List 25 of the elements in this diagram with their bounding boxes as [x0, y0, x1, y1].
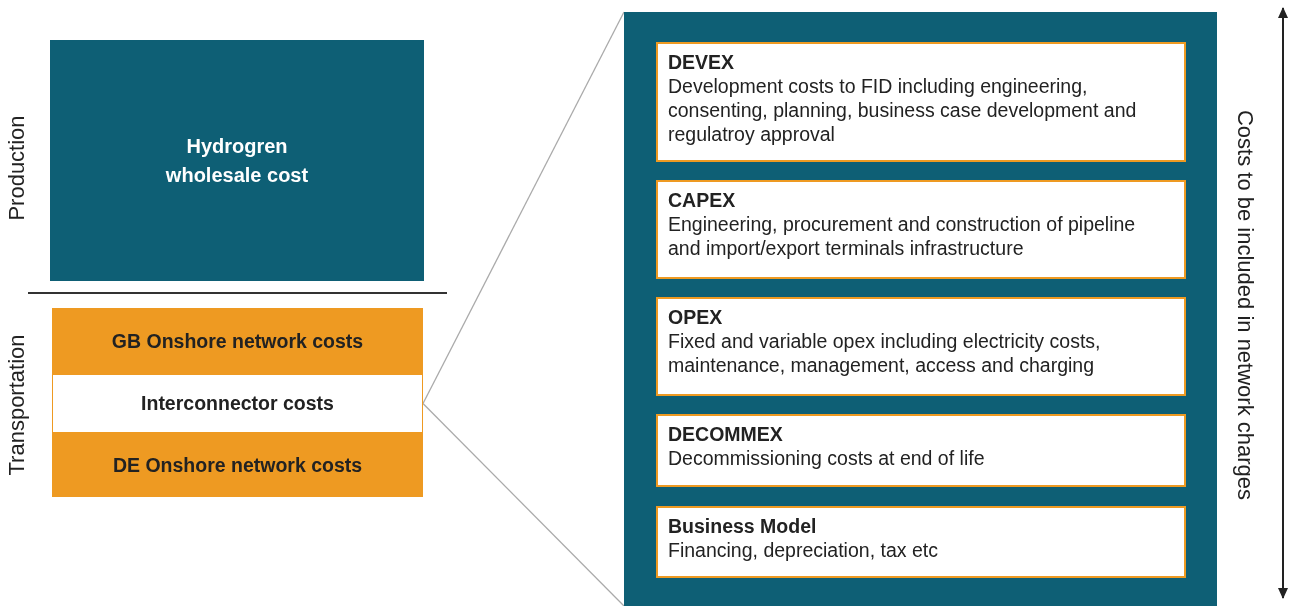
- cost-card: [656, 414, 1186, 487]
- cost-card: [656, 42, 1186, 162]
- cost-card: [656, 506, 1186, 578]
- cost-box: GB Onshore network costs: [52, 308, 423, 374]
- card-heading: OPEX: [668, 305, 724, 329]
- cost-box: DE Onshore network costs: [52, 433, 423, 497]
- process-box: Hydrogren wholesale cost: [50, 40, 424, 281]
- panel-background: [624, 12, 1217, 606]
- card-heading: DEVEX: [668, 50, 736, 74]
- cost-card: [656, 297, 1186, 396]
- card-description: Fixed and variable opex including electricity costs, maintenance, management, access and charging: [668, 329, 1102, 377]
- card-heading: CAPEX: [668, 188, 737, 212]
- card-description: Development costs to FID including engineering, consenting, planning, business case development and regulatroy approval: [668, 74, 1138, 146]
- axis-label: Production: [4, 115, 30, 221]
- cost-box: Interconnector costs: [52, 374, 423, 433]
- axis-label: Costs to be included in network charges: [1232, 109, 1258, 501]
- cost-card: [656, 180, 1186, 279]
- card-description: Financing, depreciation, tax etc: [668, 538, 939, 562]
- card-heading: DECOMMEX: [668, 422, 784, 446]
- card-description: Engineering, procurement and construction of pipeline and import/export terminals infrastructure: [668, 212, 1137, 260]
- axis-label: Transportation: [4, 334, 30, 476]
- card-description: Decommissioning costs at end of life: [668, 446, 986, 470]
- zoom-line: [422, 402, 625, 606]
- card-heading: Business Model: [668, 514, 818, 538]
- zoom-line: [422, 11, 625, 405]
